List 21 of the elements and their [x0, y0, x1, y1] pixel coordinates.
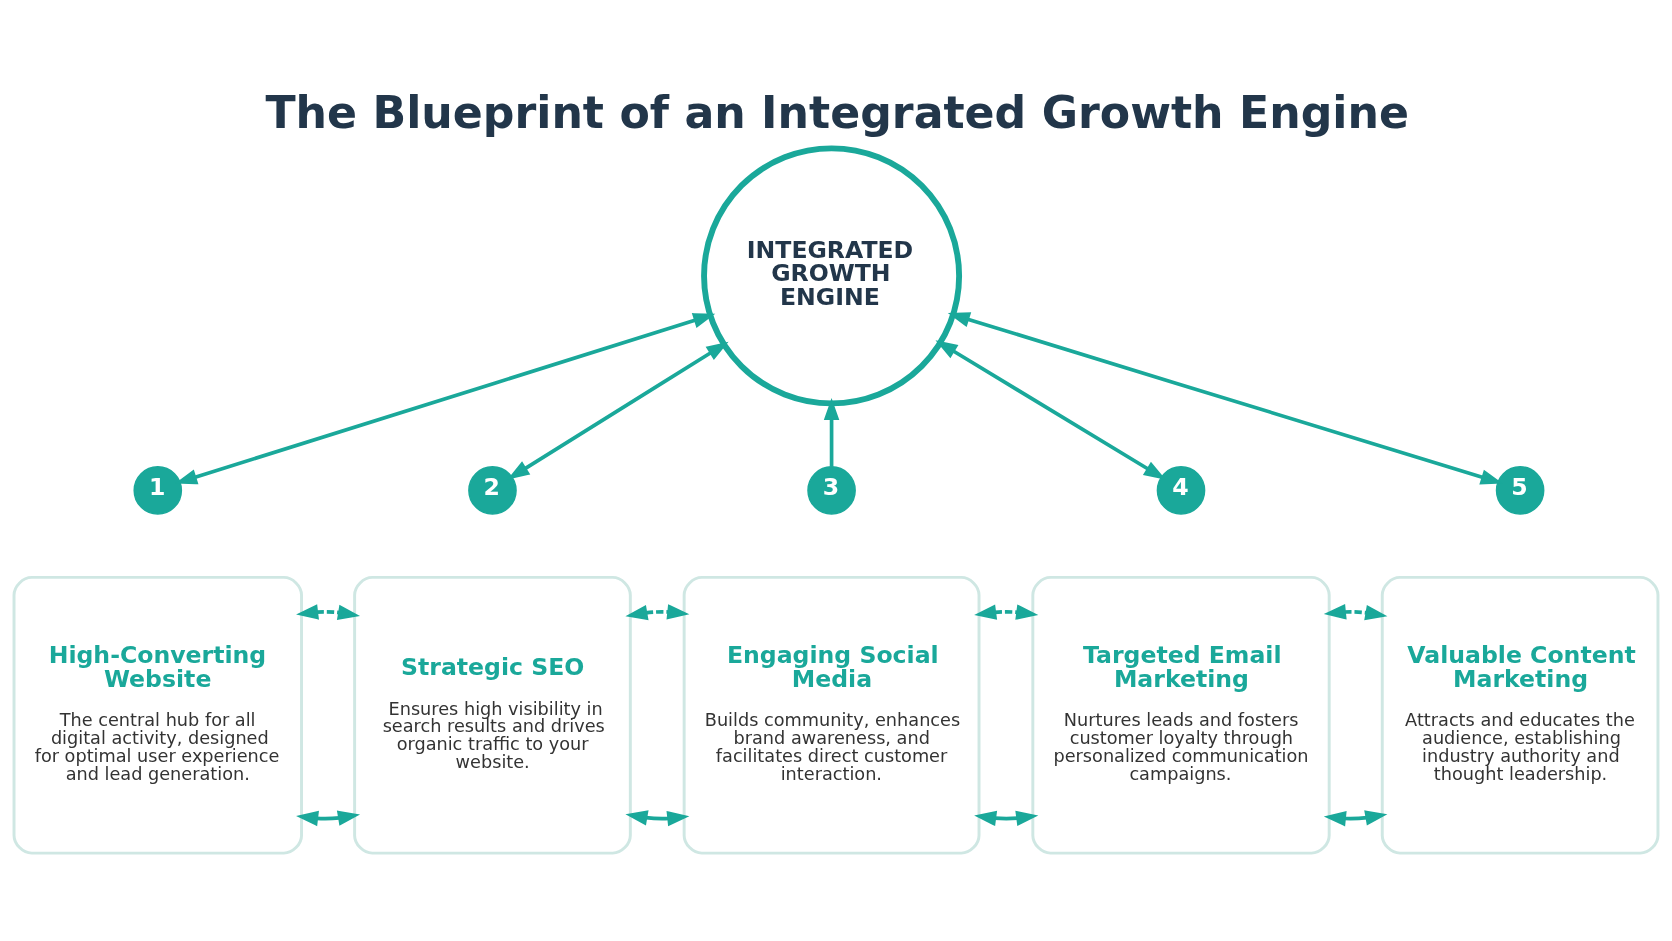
node-circle: 4	[1156, 466, 1206, 515]
arrow	[974, 810, 1039, 827]
arrow	[974, 604, 1039, 620]
arrow	[296, 604, 361, 621]
arrow	[625, 810, 690, 827]
node-circle: 5	[1495, 466, 1545, 515]
node-box: Valuable Content Marketing Attracts and educates the audience, establishing industry authority and thought leadership.	[1380, 575, 1660, 855]
node-circle: 3	[807, 466, 856, 515]
node-box: Engaging Social Media Builds community, enhances brand awareness, and facilitates direct customer interaction.	[682, 575, 981, 855]
arrow	[823, 397, 840, 467]
arrow	[1323, 604, 1388, 621]
arrow	[296, 810, 361, 827]
node-box: Targeted Email Marketing Nurtures leads and fosters customer loyalty through personalized communication campaigns.	[1031, 575, 1331, 855]
arrow	[1323, 810, 1388, 827]
diagram-title: The Blueprint of an Integrated Growth Engine	[265, 86, 1409, 138]
arrow	[625, 604, 690, 621]
node-circle: 2	[468, 466, 517, 515]
node-circle: INTEGRATED GROWTH ENGINE	[701, 145, 963, 407]
node-box: High-Converting Website The central hub for all digital activity, designed for optimal user experience and lead generation.	[12, 575, 303, 855]
node-box: Strategic SEO Ensures high visibility in search results and drives organic traffic to your website.	[353, 575, 632, 855]
node-circle: 1	[133, 466, 183, 515]
